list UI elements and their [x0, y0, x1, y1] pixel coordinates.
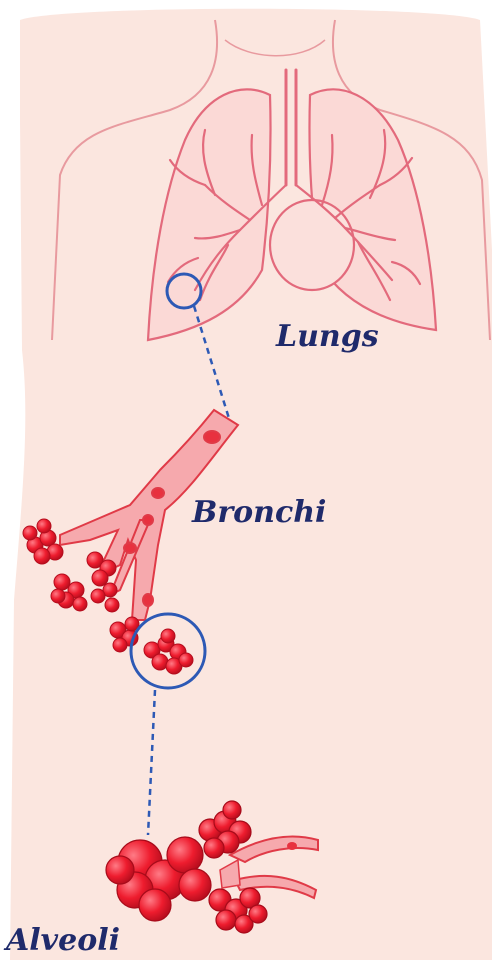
alveoli-label: Alveoli — [6, 926, 120, 956]
lungs-label: Lungs — [276, 322, 379, 352]
bronchi-label: Bronchi — [192, 498, 326, 528]
